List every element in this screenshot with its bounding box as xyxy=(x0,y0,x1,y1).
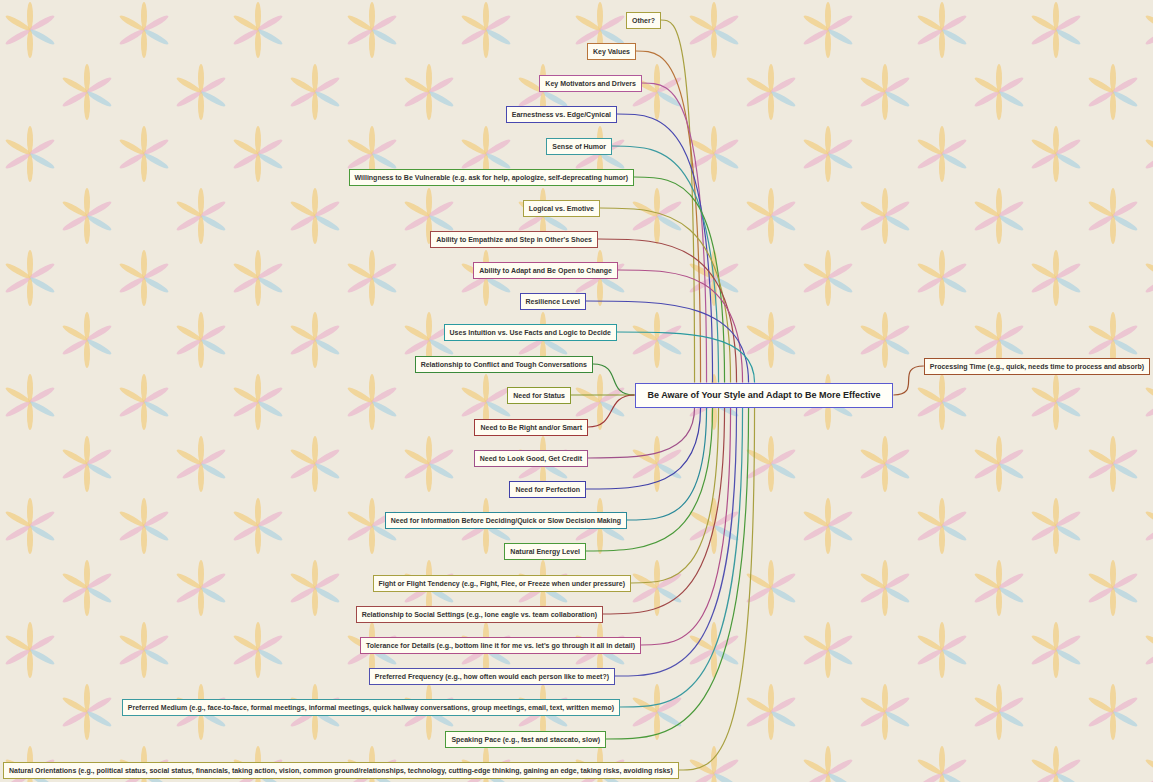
topic-text: Be Aware of Your Style and Adapt to Be M… xyxy=(648,390,881,401)
topic-box: Preferred Medium (e.g., face-to-face, fo… xyxy=(122,699,620,716)
topic-box: Resilience Level xyxy=(520,293,586,310)
topic-text: Speaking Pace (e.g., fast and staccato, … xyxy=(451,735,600,744)
central-topic: Be Aware of Your Style and Adapt to Be M… xyxy=(635,383,894,408)
branch-connector xyxy=(641,408,731,646)
branch-connector xyxy=(598,239,737,383)
branch-connector xyxy=(634,177,725,383)
topic-text: Preferred Medium (e.g., face-to-face, fo… xyxy=(128,703,614,712)
topic-box: Natural Orientations (e.g., political st… xyxy=(3,762,679,779)
topic-text: Need to Look Good, Get Credit xyxy=(480,454,582,463)
branch-connector xyxy=(642,83,707,383)
topic-text: Resilience Level xyxy=(526,297,580,306)
topic-text: Need to Be Right and/or Smart xyxy=(480,423,582,432)
branch-connector xyxy=(617,114,713,383)
topic-box: Ability to Empathize and Step in Other's… xyxy=(430,231,598,248)
topic-box: Need to Look Good, Get Credit xyxy=(474,450,588,467)
topic-box: Natural Energy Level xyxy=(504,543,586,560)
topic-text: Uses Intuition vs. Use Facts and Logic t… xyxy=(450,328,611,337)
topic-text: Natural Energy Level xyxy=(510,547,580,556)
topic-box: Need for Information Before Deciding/Qui… xyxy=(385,512,627,529)
topic-box: Uses Intuition vs. Use Facts and Logic t… xyxy=(444,324,617,341)
branch-connector xyxy=(588,408,695,459)
topic-box: Willingness to Be Vulnerable (e.g. ask f… xyxy=(349,169,635,186)
topic-box: Relationship to Social Settings (e.g., l… xyxy=(356,606,603,623)
topic-box: Processing Time (e.g., quick, needs time… xyxy=(924,358,1150,375)
topic-box: Tolerance for Details (e.g., bottom line… xyxy=(360,637,641,654)
topic-text: Key Motivators and Drivers xyxy=(545,79,636,88)
topic-text: Processing Time (e.g., quick, needs time… xyxy=(930,362,1144,371)
topic-text: Need for Perfection xyxy=(515,485,580,494)
branch-connector xyxy=(679,408,755,771)
branch-connector xyxy=(627,408,707,521)
topic-text: Natural Orientations (e.g., political st… xyxy=(9,766,673,775)
topic-text: Other? xyxy=(632,16,655,25)
topic-text: Logical vs. Emotive xyxy=(529,204,594,213)
topic-box: Earnestness vs. Edge/Cynical xyxy=(506,106,617,123)
branch-connector xyxy=(617,332,755,383)
topic-box: Key Motivators and Drivers xyxy=(539,75,642,92)
topic-text: Ability to Empathize and Step in Other's… xyxy=(436,235,592,244)
branch-connector xyxy=(571,394,635,395)
branch-connector xyxy=(620,408,743,708)
topic-text: Need for Information Before Deciding/Qui… xyxy=(391,516,621,525)
topic-text: Relationship to Social Settings (e.g., l… xyxy=(362,610,597,619)
branch-connector xyxy=(661,20,695,383)
branch-connector xyxy=(893,366,923,395)
branch-connector xyxy=(600,208,731,383)
topic-box: Need for Status xyxy=(507,387,571,404)
topic-box: Key Values xyxy=(587,43,636,60)
topic-text: Tolerance for Details (e.g., bottom line… xyxy=(366,641,635,650)
topic-box: Need for Perfection xyxy=(509,481,586,498)
topic-box: Speaking Pace (e.g., fast and staccato, … xyxy=(445,731,606,748)
branch-connector xyxy=(606,408,749,740)
topic-box: Ability to Adapt and Be Open to Change xyxy=(473,262,618,279)
branch-connector xyxy=(618,270,743,383)
topic-text: Willingness to Be Vulnerable (e.g. ask f… xyxy=(355,173,629,182)
topic-box: Preferred Frequency (e.g., how often wou… xyxy=(369,668,615,685)
topic-text: Preferred Frequency (e.g., how often wou… xyxy=(375,672,609,681)
branch-connector xyxy=(586,408,701,490)
topic-box: Sense of Humor xyxy=(546,138,612,155)
topic-text: Relationship to Conflict and Tough Conve… xyxy=(421,360,587,369)
topic-text: Fight or Flight Tendency (e.g., Fight, F… xyxy=(379,579,625,588)
branch-connector xyxy=(593,364,635,395)
topic-box: Logical vs. Emotive xyxy=(523,200,600,217)
topic-text: Sense of Humor xyxy=(552,142,606,151)
branch-connector xyxy=(586,408,713,552)
topic-box: Need to Be Right and/or Smart xyxy=(474,419,588,436)
topic-box: Other? xyxy=(626,12,661,29)
topic-text: Ability to Adapt and Be Open to Change xyxy=(479,266,612,275)
topic-box: Fight or Flight Tendency (e.g., Fight, F… xyxy=(373,575,631,592)
topic-text: Key Values xyxy=(593,47,630,56)
topic-text: Earnestness vs. Edge/Cynical xyxy=(512,110,611,119)
branch-connector xyxy=(588,395,635,427)
topic-text: Need for Status xyxy=(513,391,565,400)
topic-box: Relationship to Conflict and Tough Conve… xyxy=(415,356,593,373)
